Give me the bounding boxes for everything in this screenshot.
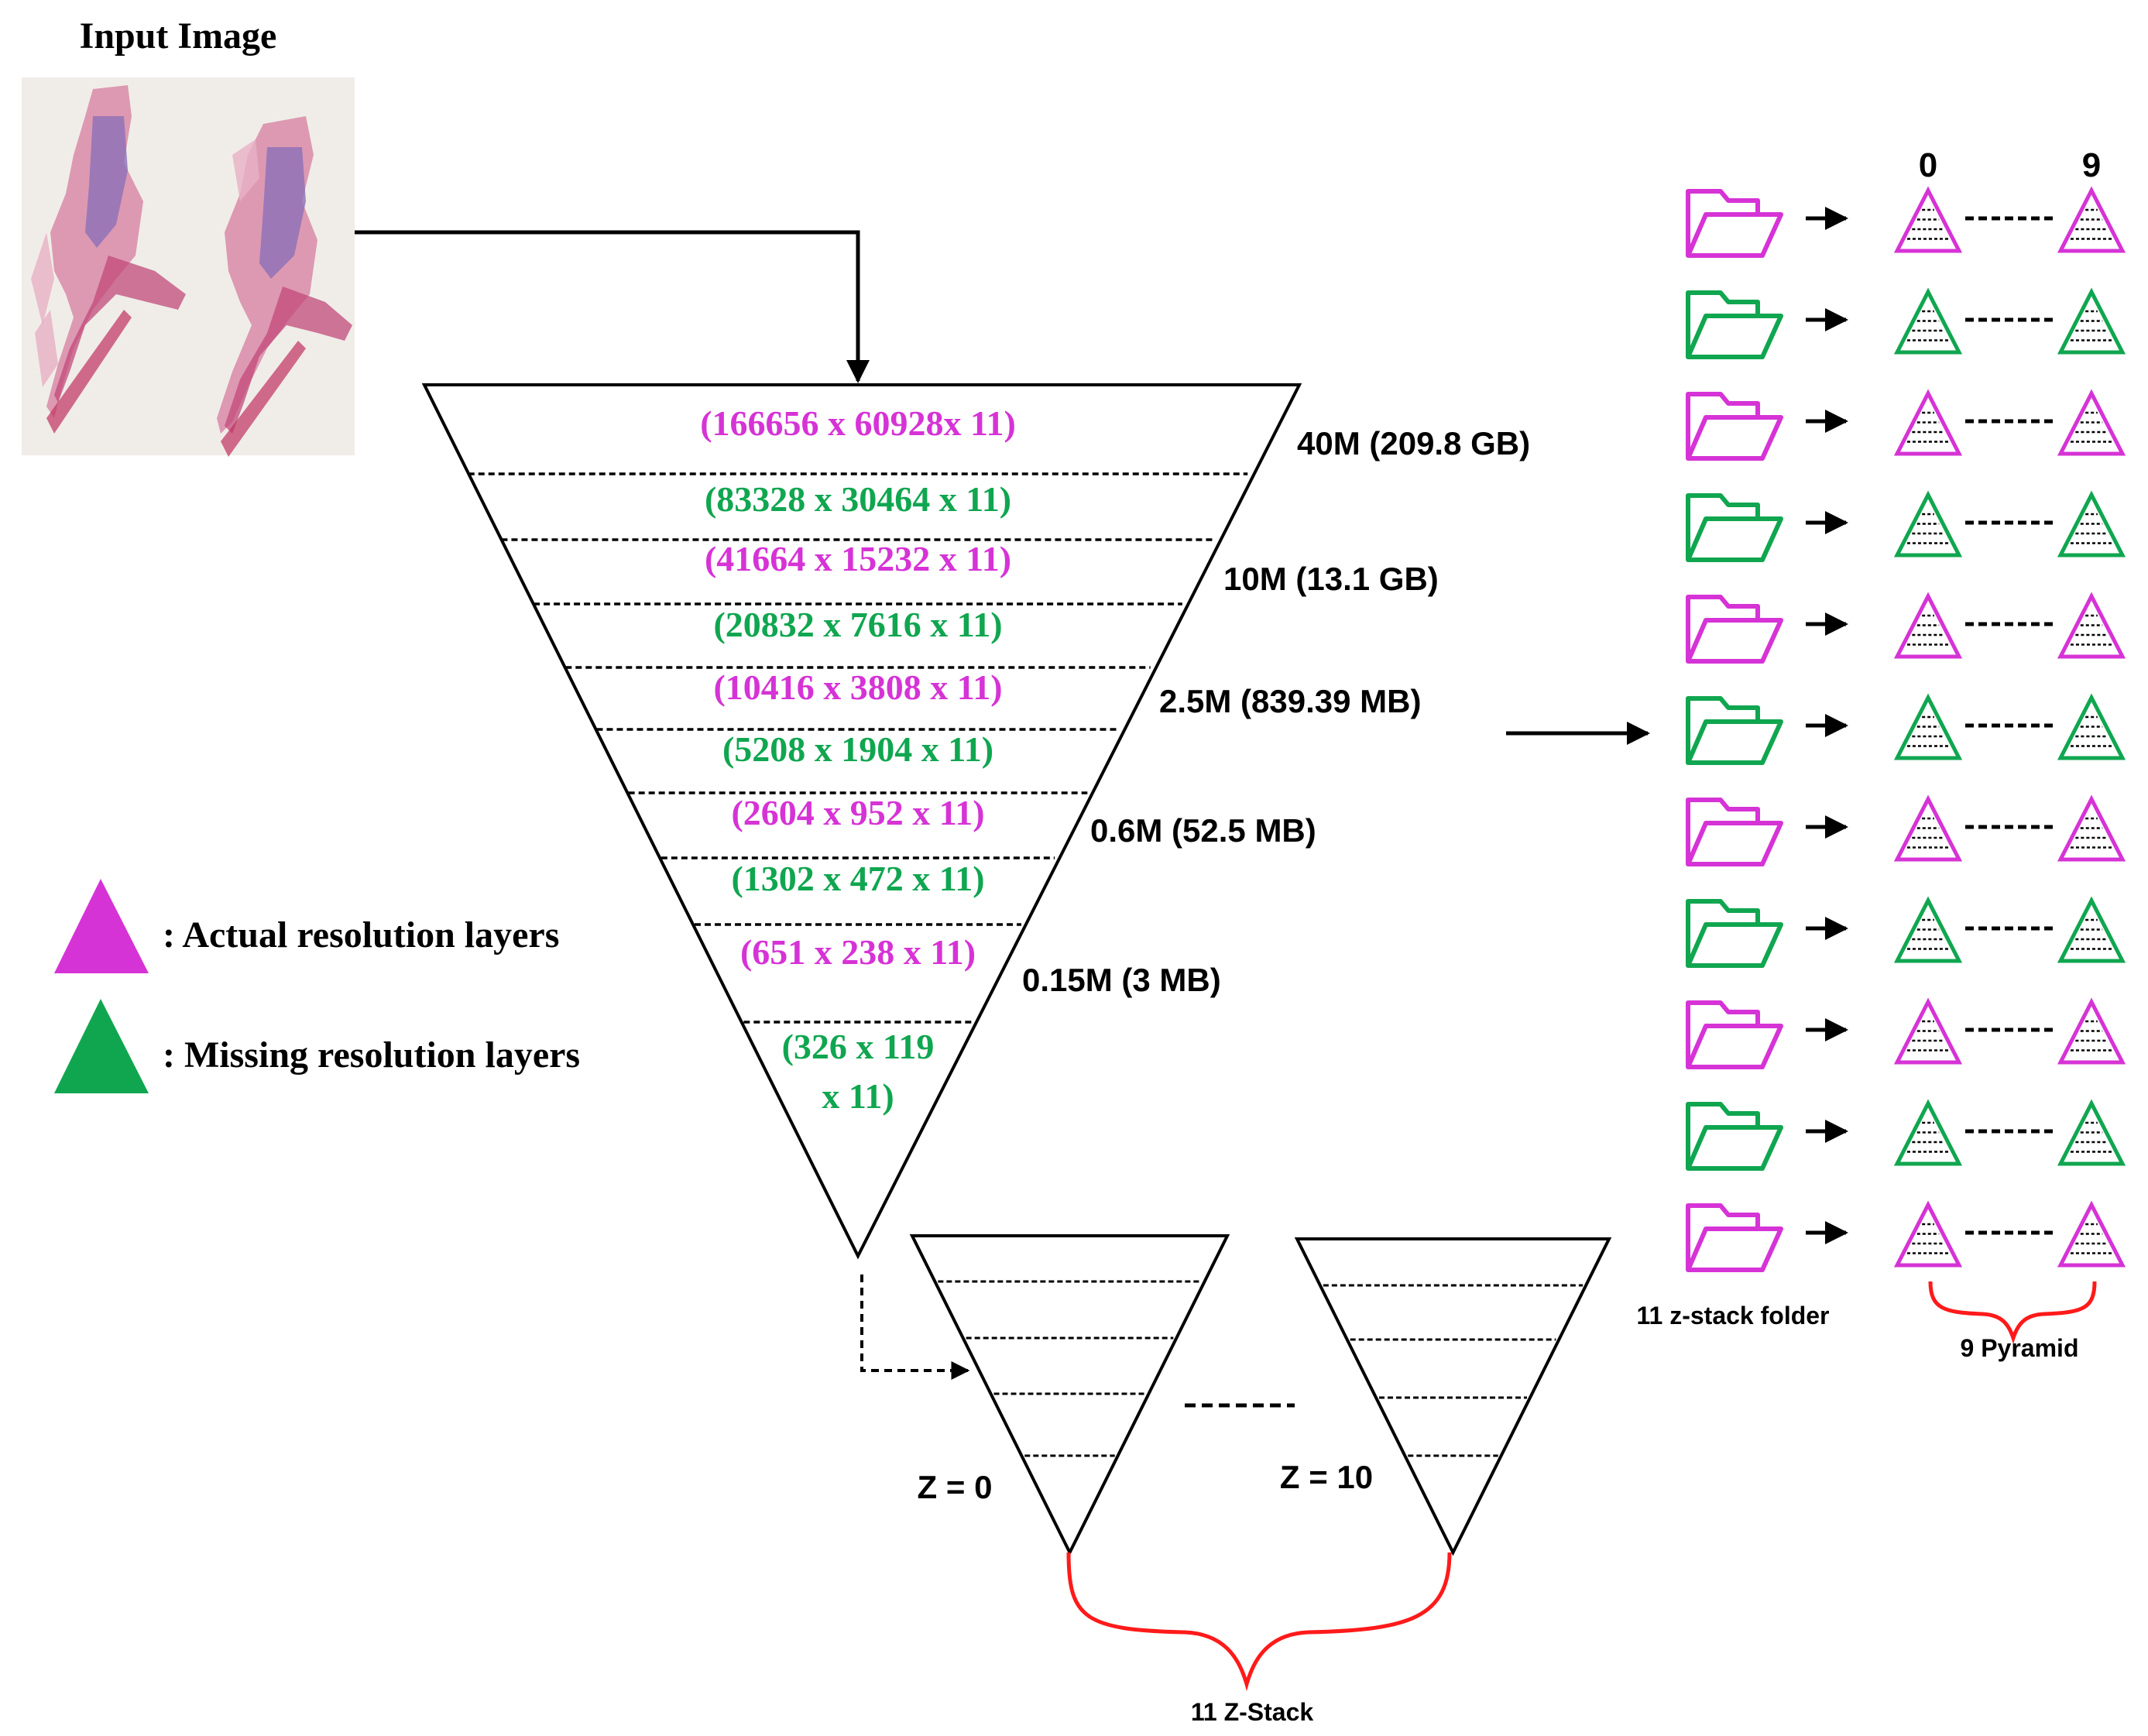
folder-caption: 11 z-stack folder <box>1637 1302 1830 1329</box>
folder-rows <box>1686 186 2126 1272</box>
folder-icon <box>1686 899 1783 968</box>
pyramid-level-last-icon <box>2057 896 2126 963</box>
folder-icon <box>1686 392 1783 461</box>
pyramid-level-last-icon <box>2057 186 2126 253</box>
pyramid-level-first-icon <box>1893 1200 1963 1268</box>
pyramid-dividers <box>468 472 1248 1024</box>
zstack-caption: 11 Z-Stack <box>1191 1698 1314 1726</box>
pyramid-level-last-icon <box>2057 490 2126 558</box>
missing-legend-triangle-icon <box>54 999 149 1093</box>
zstack-group <box>909 1234 1612 1556</box>
input-to-pyramid-arrow <box>355 230 870 383</box>
pyramid-level-last-icon <box>2057 389 2126 456</box>
pyramid-labels: (166656 x 60928x 11) (83328 x 30464 x 11)… <box>700 403 1016 1116</box>
folder-icon <box>1686 1102 1783 1171</box>
dashed-zstack-arrow <box>860 1275 970 1380</box>
pyramid-level-label: (41664 x 15232 x 11) <box>705 539 1011 578</box>
folder-icon <box>1686 696 1783 765</box>
size-labels: 40M (209.8 GB) 10M (13.1 GB) 2.5M (839.39 … <box>1022 425 1530 998</box>
legend-label: : Actual resolution layers <box>163 914 559 955</box>
pyramid-count-brace <box>1928 1281 2097 1344</box>
legend-label: : Missing resolution layers <box>163 1034 580 1076</box>
zstack-first-label: Z = 0 <box>918 1469 993 1505</box>
resolution-size-label: 40M (209.8 GB) <box>1297 425 1530 461</box>
zstack-last-label: Z = 10 <box>1280 1459 1373 1495</box>
zstack-pyramid-last <box>1294 1237 1612 1556</box>
resolution-size-label: 10M (13.1 GB) <box>1223 561 1439 597</box>
pyramid-level-last-icon <box>2057 794 2126 862</box>
pyramid-level-label: (20832 x 7616 x 11) <box>713 605 1002 644</box>
tissue-section-left-icon <box>31 85 186 434</box>
pyramid-level-first-icon <box>1893 490 1963 558</box>
main-pyramid <box>421 383 1302 1260</box>
pyramid-level-label: (10416 x 3808 x 11) <box>713 667 1002 707</box>
input-image-thumbnail <box>22 77 355 457</box>
pyramid-level-last-icon <box>2057 592 2126 659</box>
zstack-brace <box>1066 1552 1452 1692</box>
folders-header-first: 0 <box>1919 146 1937 184</box>
pyramid-level-last-icon <box>2057 287 2126 355</box>
pyramid-level-first-icon <box>1893 186 1963 253</box>
pyramid-level-first-icon <box>1893 389 1963 456</box>
pyramid-level-label: (651 x 238 x 11) <box>740 932 976 972</box>
pyramid-level-first-icon <box>1893 794 1963 862</box>
tissue-section-right-icon <box>217 116 352 457</box>
pyramid-level-label: (1302 x 472 x 11) <box>731 859 984 898</box>
legend: : Actual resolution layers : Missing reso… <box>54 879 580 1093</box>
pyramid-level-first-icon <box>1893 693 1963 760</box>
pyramid-level-label: (166656 x 60928x 11) <box>700 403 1016 443</box>
input-image-title: Input Image <box>80 15 277 57</box>
pyramid-level-last-icon <box>2057 693 2126 760</box>
actual-legend-triangle-icon <box>54 879 149 973</box>
pyramid-level-label: (83328 x 30464 x 11) <box>705 479 1011 519</box>
pyramid-level-first-icon <box>1893 997 1963 1065</box>
resolution-size-label: 0.15M (3 MB) <box>1022 962 1221 998</box>
pyramid-level-last-icon <box>2057 1200 2126 1268</box>
folders-header-last: 9 <box>2082 146 2101 184</box>
zstack-pyramid-first <box>909 1234 1230 1556</box>
pyramid-level-first-icon <box>1893 896 1963 963</box>
pyramid-level-first-icon <box>1893 592 1963 659</box>
folder-icon <box>1686 1203 1783 1272</box>
folder-icon <box>1686 493 1783 562</box>
folder-icon <box>1686 1000 1783 1069</box>
folder-icon <box>1686 290 1783 359</box>
folder-icon <box>1686 189 1783 258</box>
pyramid-level-last-icon <box>2057 1099 2126 1166</box>
resolution-size-label: 2.5M (839.39 MB) <box>1159 683 1421 719</box>
pyramid-caption: 9 Pyramid <box>1961 1334 2079 1362</box>
folder-icon <box>1686 595 1783 664</box>
pyramid-level-label: (2604 x 952 x 11) <box>731 793 984 832</box>
pyramid-level-first-icon <box>1893 287 1963 355</box>
folder-icon <box>1686 798 1783 866</box>
resolution-size-label: 0.6M (52.5 MB) <box>1090 812 1316 849</box>
pyramid-level-last-icon <box>2057 997 2126 1065</box>
pyramid-level-first-icon <box>1893 1099 1963 1166</box>
pyramid-level-label: (5208 x 1904 x 11) <box>722 729 993 769</box>
